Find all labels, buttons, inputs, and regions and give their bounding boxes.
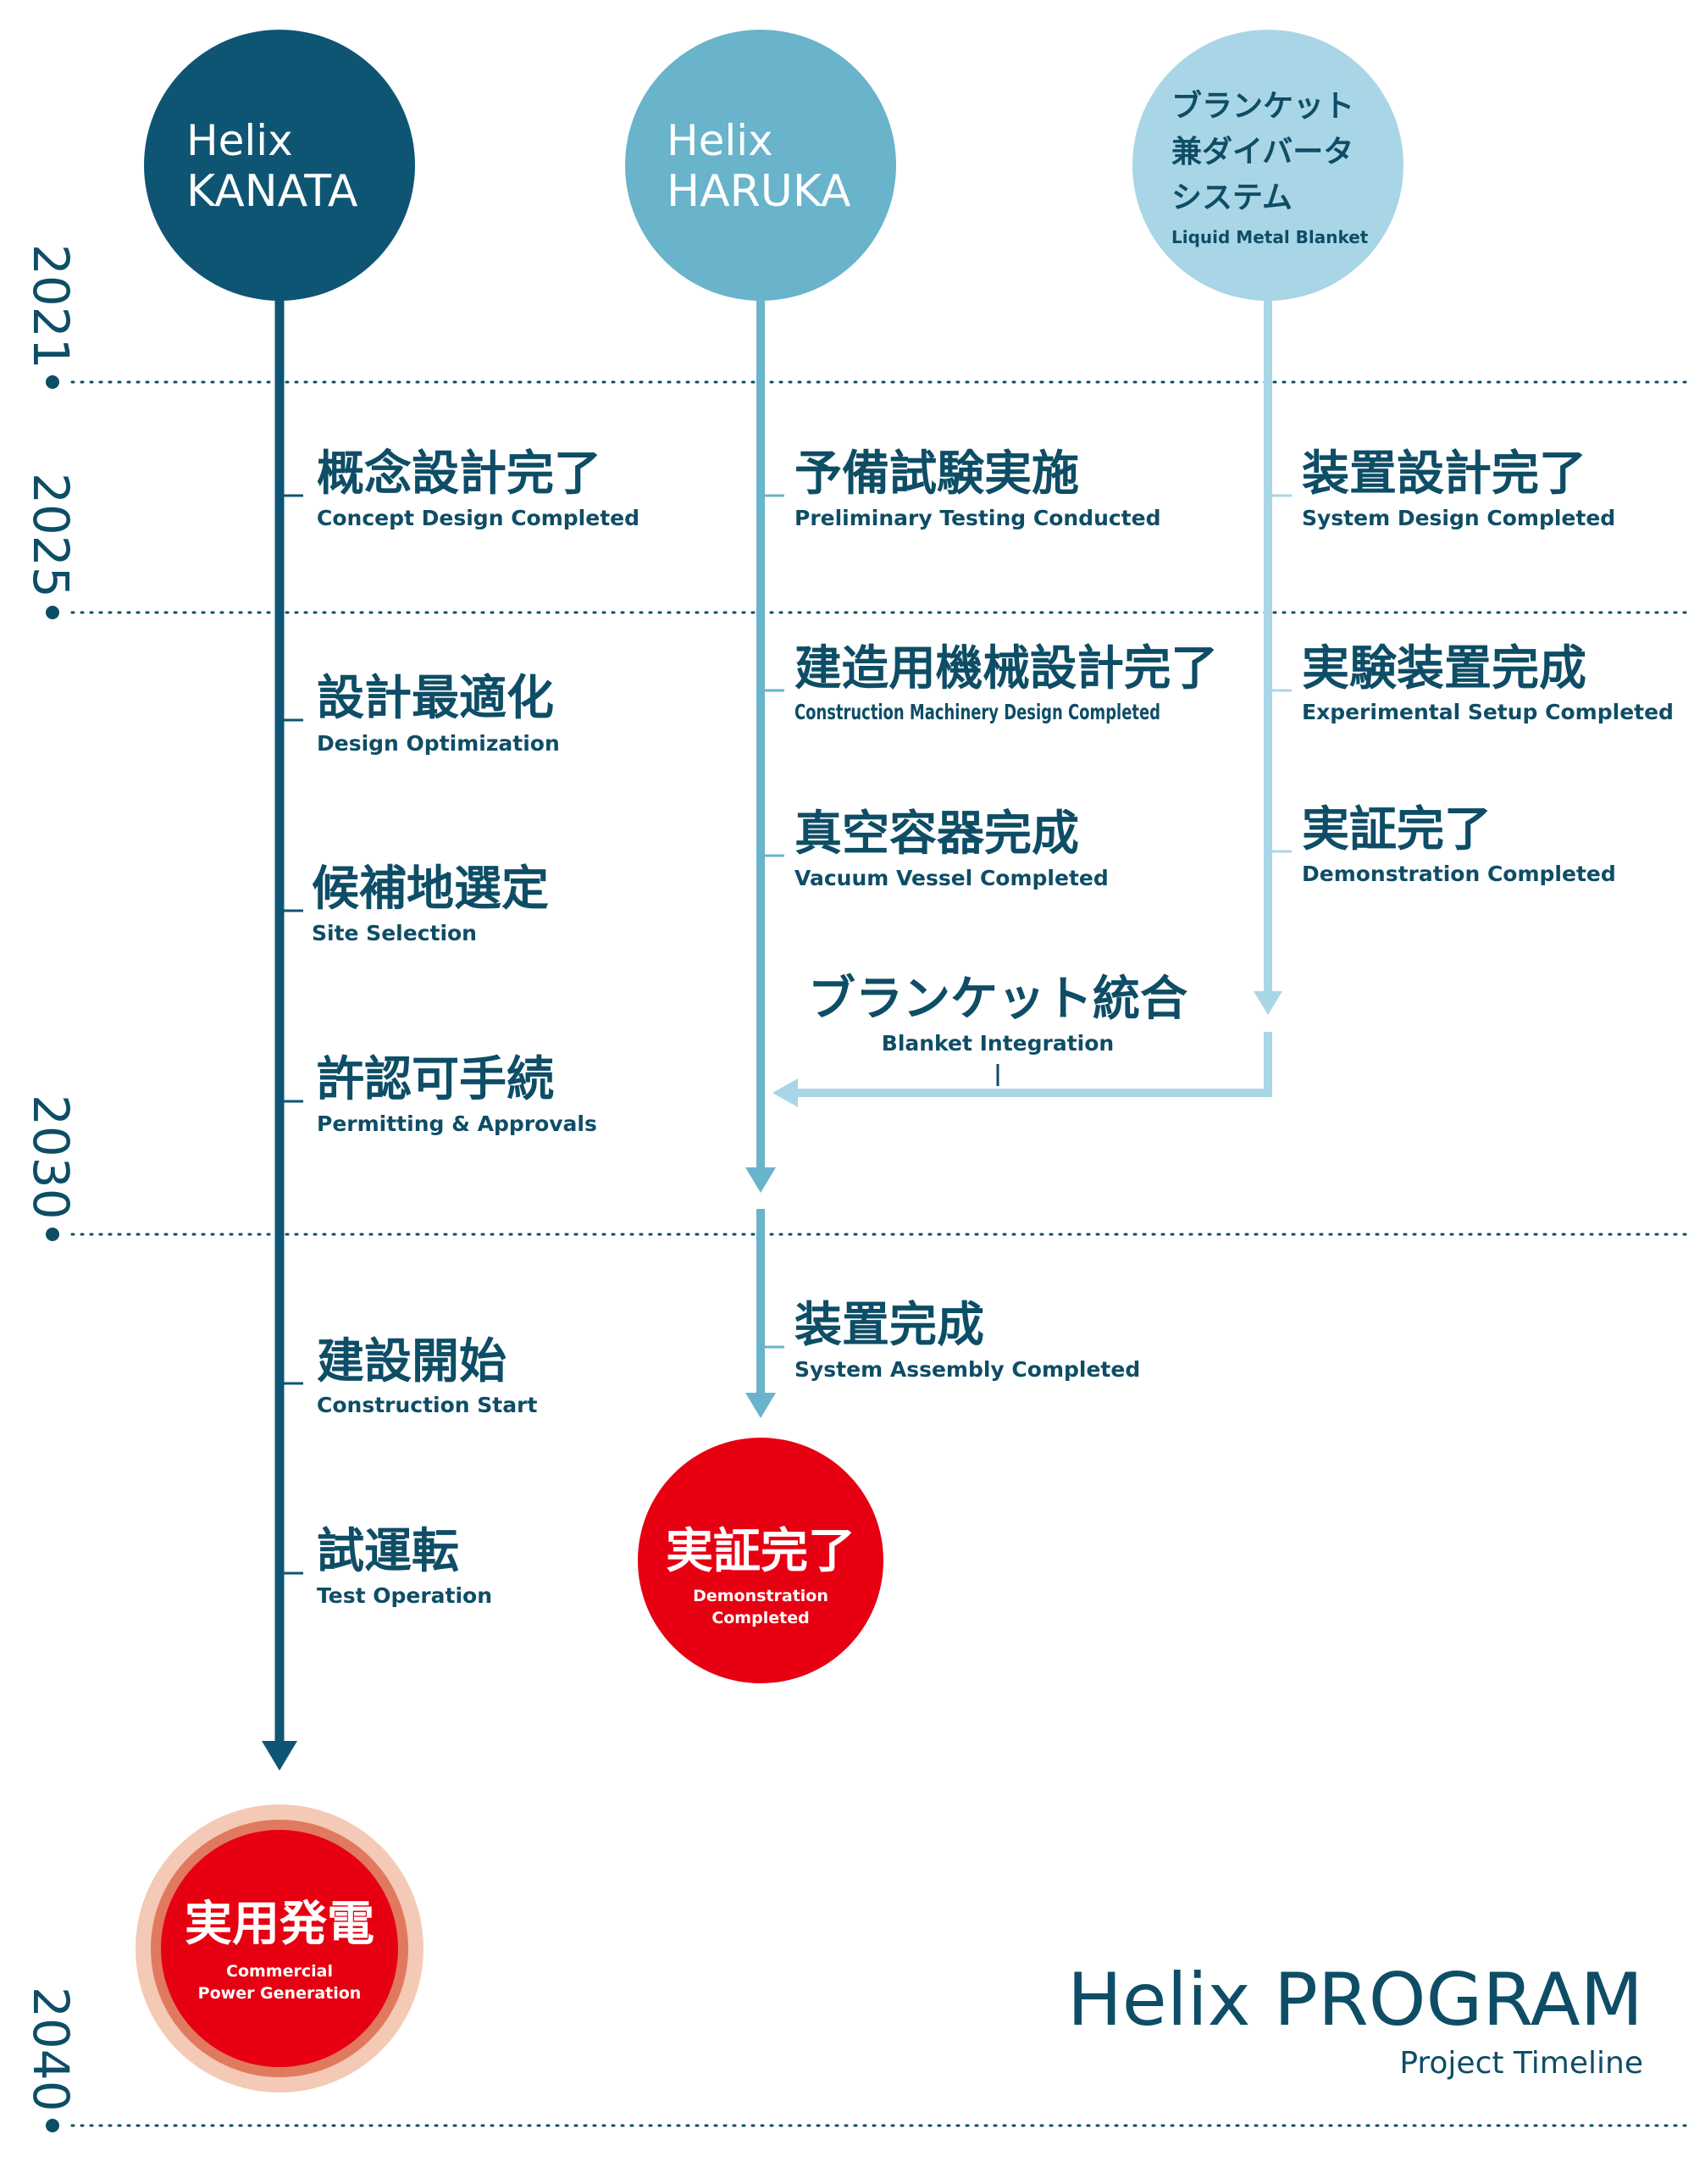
haruka-header-circle (625, 30, 896, 301)
year-label-2025: 2025 (22, 473, 80, 598)
year-label-2040: 2040 (22, 1987, 80, 2112)
blanket-track (772, 297, 1282, 1107)
haruka-title-line1: Helix (667, 116, 773, 165)
kanata-endpoint-jp: 実用発電 (185, 1897, 374, 1952)
year-labels: 2021 2025 2030 2040 (22, 244, 80, 2112)
milestone-en: Construction Machinery Design Completed (794, 700, 1160, 724)
milestone-en: Site Selection (312, 921, 477, 945)
branding: Helix PROGRAM Project Timeline (1067, 1958, 1643, 2081)
milestone-jp: 実験装置完成 (1302, 641, 1586, 696)
integration-jp: ブランケット統合 (808, 972, 1187, 1027)
haruka-endpoint: 実証完了 Demonstration Completed (638, 1438, 883, 1683)
kanata-title-line1: Helix (186, 116, 293, 165)
kanata-endpoint-en-line1: Commercial (226, 1962, 333, 1981)
blanket-subtitle: Liquid Metal Blanket (1171, 227, 1369, 247)
haruka-arrowhead-upper (745, 1167, 776, 1193)
blanket-header: ブランケット 兼ダイバータ システム Liquid Metal Blanket (1132, 30, 1403, 301)
year-label-2030: 2030 (22, 1095, 80, 1220)
milestone-en: Permitting & Approvals (317, 1111, 597, 1136)
kanata-header: Helix KANATA (144, 30, 415, 301)
blanket-milestones: 装置設計完了 System Design Completed 実験装置完成 Ex… (1302, 446, 1674, 886)
milestone-ticks (280, 494, 1292, 1575)
kanata-header-circle (144, 30, 415, 301)
blanket-title-line1: ブランケット (1171, 88, 1354, 124)
milestone-jp: 概念設計完了 (317, 446, 601, 502)
blanket-merge-connector (796, 1032, 1272, 1097)
kanata-arrowhead (262, 1741, 297, 1771)
milestone-jp: 実証完了 (1302, 802, 1492, 857)
blanket-header-circle (1132, 30, 1403, 301)
milestone-jp: 建設開始 (317, 1334, 507, 1389)
milestone-en: Test Operation (317, 1583, 492, 1608)
milestone-en: Demonstration Completed (1302, 862, 1616, 886)
milestone-en: System Design Completed (1302, 506, 1615, 530)
integration-label: ブランケット統合 Blanket Integration (808, 972, 1187, 1056)
haruka-endpoint-en-line1: Demonstration (693, 1587, 828, 1605)
blanket-merge-arrowhead (772, 1078, 798, 1107)
year-dot-2030 (46, 1228, 59, 1241)
kanata-endpoint-en-line2: Power Generation (198, 1984, 362, 2003)
haruka-endpoint-jp: 実証完了 (666, 1524, 855, 1579)
milestone-en: Preliminary Testing Conducted (794, 506, 1160, 530)
milestone-jp: 許認可手続 (317, 1052, 554, 1107)
year-dot-2025 (46, 606, 59, 619)
milestone-jp: 試運転 (317, 1524, 459, 1579)
milestone-jp: 予備試験実施 (794, 446, 1079, 502)
milestone-jp: 真空容器完成 (794, 807, 1079, 862)
program-title: Helix PROGRAM (1067, 1958, 1643, 2043)
year-dot-2021 (46, 375, 59, 389)
milestone-en: System Assembly Completed (794, 1357, 1140, 1382)
kanata-endpoint-circle (161, 1830, 398, 2067)
year-grid (70, 380, 1687, 2127)
milestone-jp: 建造用機械設計完了 (794, 641, 1218, 696)
kanata-endpoint: 実用発電 Commercial Power Generation (136, 1804, 424, 2093)
milestone-en: Experimental Setup Completed (1302, 700, 1674, 724)
kanata-track (262, 297, 297, 1771)
haruka-title-line2: HARUKA (667, 166, 851, 217)
blanket-arrowhead (1254, 991, 1282, 1015)
year-label-2021: 2021 (22, 244, 80, 369)
milestone-jp: 装置完成 (794, 1298, 984, 1353)
haruka-endpoint-en-line2: Completed (711, 1609, 809, 1627)
blanket-title-line2: 兼ダイバータ (1171, 135, 1354, 169)
milestone-jp: 候補地選定 (312, 862, 549, 917)
milestone-en: Vacuum Vessel Completed (794, 866, 1109, 890)
milestone-en: Design Optimization (317, 731, 560, 756)
milestone-jp: 設計最適化 (317, 671, 554, 726)
haruka-track (745, 297, 776, 1418)
haruka-header: Helix HARUKA (625, 30, 896, 301)
milestone-jp: 装置設計完了 (1302, 446, 1586, 502)
year-dot-2040 (46, 2119, 59, 2132)
haruka-arrowhead-lower (745, 1393, 776, 1418)
kanata-milestones: 概念設計完了 Concept Design Completed 設計最適化 De… (312, 446, 639, 1608)
year-dots (46, 375, 59, 2132)
milestone-en: Construction Start (317, 1393, 537, 1417)
program-subtitle: Project Timeline (1399, 2046, 1643, 2081)
milestone-en: Concept Design Completed (317, 506, 639, 530)
kanata-title-line2: KANATA (186, 166, 358, 217)
integration-en: Blanket Integration (882, 1031, 1114, 1056)
haruka-milestones: 予備試験実施 Preliminary Testing Conducted 建造用… (794, 446, 1218, 1382)
haruka-endpoint-circle (638, 1438, 883, 1683)
blanket-title-line3: システム (1171, 180, 1293, 215)
